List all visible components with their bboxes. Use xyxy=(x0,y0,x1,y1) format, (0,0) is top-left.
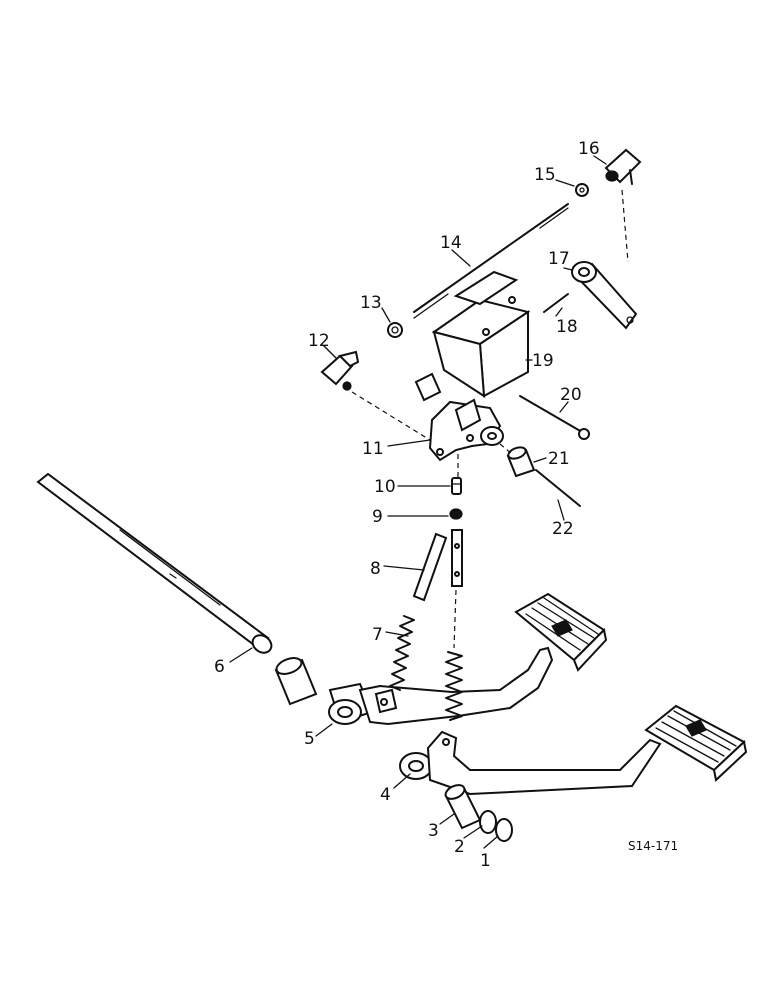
drawing-reference-code: S14-171 xyxy=(628,839,678,853)
callout-4: 4 xyxy=(380,785,391,805)
callout-16: 16 xyxy=(578,139,600,159)
callout-10: 10 xyxy=(374,477,396,497)
callout-leaders xyxy=(229,155,607,849)
callout-5: 5 xyxy=(304,729,315,749)
callout-1: 1 xyxy=(480,851,491,871)
callout-17: 17 xyxy=(548,249,570,269)
part-16-clevis xyxy=(604,148,642,185)
callout-11: 11 xyxy=(362,439,384,459)
part-19-mount-bracket xyxy=(431,270,531,398)
callout-labels: 1 2 3 4 5 6 7 8 9 10 11 12 13 14 15 16 1… xyxy=(214,139,600,871)
callout-7: 7 xyxy=(372,625,383,645)
callout-2: 2 xyxy=(454,837,465,857)
part-11-pivot-bracket xyxy=(428,398,504,462)
part-7-spring-left xyxy=(389,615,415,691)
part-10-bolt xyxy=(451,477,462,495)
callout-15: 15 xyxy=(534,165,556,185)
part-1-washer xyxy=(495,818,513,842)
part-12-clevis xyxy=(320,350,360,391)
callout-8: 8 xyxy=(370,559,381,579)
part-17-lever xyxy=(571,261,638,330)
callout-18: 18 xyxy=(556,317,578,337)
callout-14: 14 xyxy=(440,233,462,253)
callout-19: 19 xyxy=(532,351,554,371)
callout-22: 22 xyxy=(552,519,574,539)
callout-12: 12 xyxy=(308,331,330,351)
part-8-link-rods xyxy=(412,529,463,602)
part-4-clutch-pedal-lower xyxy=(399,704,748,796)
part-9-nut xyxy=(449,508,463,520)
part-15-nut xyxy=(575,183,589,197)
part-21-spacer xyxy=(506,446,536,478)
part-18-pin xyxy=(543,293,569,313)
assembly-guide-lines xyxy=(351,189,629,649)
part-20-bolt xyxy=(519,395,590,440)
callout-13: 13 xyxy=(360,293,382,313)
part-7-spring-right xyxy=(445,651,463,721)
part-22-shaft xyxy=(535,469,581,507)
part-14-rod xyxy=(413,203,569,319)
callout-3: 3 xyxy=(428,821,439,841)
part-5-bushing-loose xyxy=(274,657,318,706)
part-5-brake-pedal-upper xyxy=(328,592,608,726)
part-6-cross-shaft xyxy=(36,472,273,654)
part-11-bushing-loose xyxy=(414,372,442,402)
callout-20: 20 xyxy=(560,385,582,405)
callout-6: 6 xyxy=(214,657,225,677)
part-13-nut xyxy=(387,322,403,338)
callout-9: 9 xyxy=(372,507,383,527)
callout-21: 21 xyxy=(548,449,570,469)
part-2-washer xyxy=(479,810,497,834)
